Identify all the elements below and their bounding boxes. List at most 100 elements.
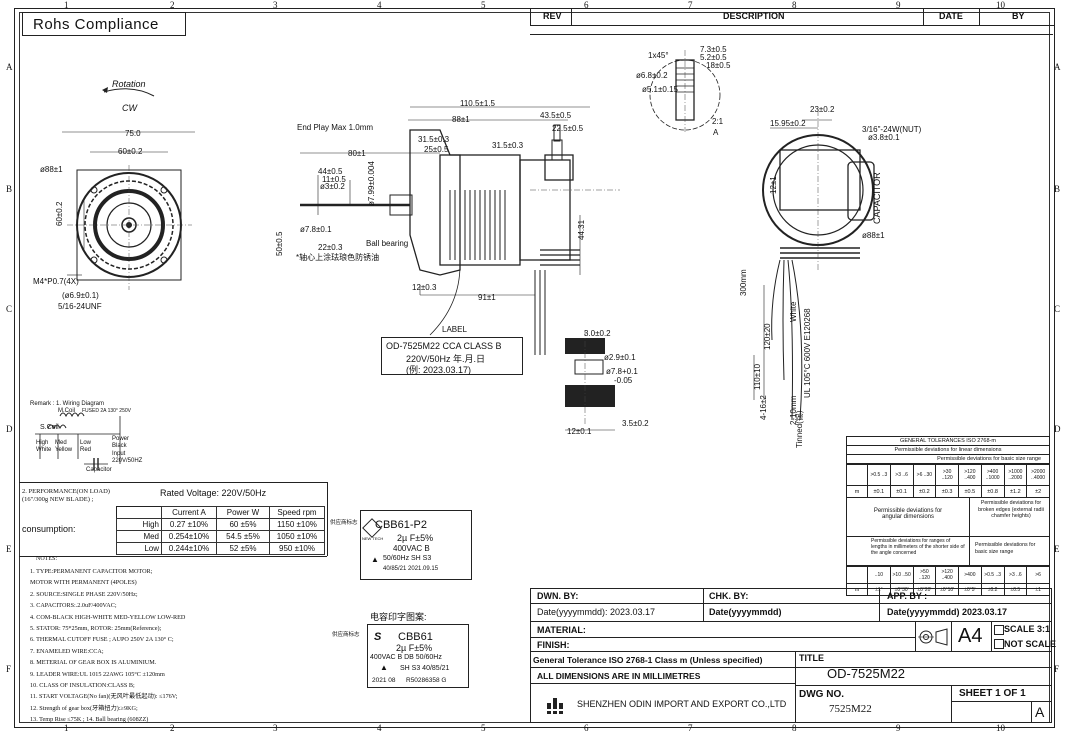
zone-row-a-right: A: [1054, 62, 1061, 72]
dwg-value: 7525M22: [829, 703, 872, 715]
cell-speed: 1150 ±10%: [269, 518, 325, 531]
ul-rating: UL 105°C 600V E120268: [803, 308, 812, 398]
capacitor-label-1: CBB61-P2 NEW TECH 2µ F±5% 400VAC B ▲ 50/…: [360, 510, 472, 580]
cell-current: 0.254±10%: [161, 530, 217, 543]
tol-val: ±0.2: [912, 485, 937, 498]
wiring-schematic: [35, 412, 121, 470]
zone-col-5-bottom: 5: [481, 723, 486, 733]
not-scale-label: NOT SCALE: [1004, 639, 1057, 649]
note-line: 1. TYPE:PERMANENT CAPACITOR MOTOR;: [30, 568, 153, 575]
cw-label: CW: [122, 103, 137, 113]
tol-range: >120 ..400: [958, 464, 982, 486]
row-name: Low: [116, 542, 162, 555]
tol-range: >0.5 ..3: [867, 464, 891, 486]
dim-12: 12±0.3: [412, 283, 437, 292]
zone-row-a: A: [6, 62, 13, 72]
label-callout: LABEL: [442, 325, 467, 334]
tol-angular-label: Permissible deviations for angular dimen…: [873, 508, 943, 520]
dim-22: 22.5±0.5: [552, 124, 584, 133]
title-label: TITLE: [799, 653, 824, 663]
zone-row-f-right: F: [1054, 664, 1060, 674]
tol-ang-val: ±0°30': [889, 583, 914, 596]
zone-col-10: 10: [996, 0, 1005, 10]
tol-range: >6 ..30: [912, 464, 937, 486]
cell-speed: 950 ±10%: [269, 542, 325, 555]
cap1-volt: 400VAC B: [393, 544, 430, 553]
zone-row-c: C: [6, 304, 13, 314]
rohs-title: Rohs Compliance: [33, 16, 159, 33]
finish-label: FINISH:: [537, 640, 570, 650]
date-dwn: Date(yyyymmdd): 2023.03.17: [537, 607, 656, 617]
zone-col-9: 9: [896, 0, 901, 10]
cap2-code: R50286358 G: [406, 677, 447, 684]
cap2-tag: 供应商标志: [332, 632, 360, 638]
section-a: A: [713, 128, 719, 137]
row-name: Med: [116, 530, 162, 543]
note-line: 2. SOURCE:SINGLE PHASE 220V/50Hz;: [30, 590, 138, 598]
right-dim-38: ø3.8±0.1: [868, 133, 900, 142]
units-note: ALL DIMENSIONS ARE IN MILLIMETRES: [537, 671, 701, 681]
table-row: Med 0.254±10% 54.5 ±5% 1050 ±10%: [116, 530, 325, 543]
capacitor-label-2: S CBB61 2µ F±5% 400VAC B DB 50/60Hz ▲ SH…: [367, 624, 469, 688]
tol-ang-range: >400: [958, 566, 982, 584]
cap2-date: 2021 08: [372, 677, 396, 684]
cell-power: 52 ±5%: [216, 542, 270, 555]
header-current: Current A: [161, 506, 217, 519]
cap1-spec: 2µ F±5%: [397, 533, 434, 543]
cap2-sh: SH S3 40/85/21: [400, 665, 450, 672]
right-view-drawing: [753, 110, 875, 421]
white-wire: White: [789, 301, 798, 322]
header-power: Power W: [216, 506, 270, 519]
table-row: High 0.27 ±10% 60 ±5% 1150 ±10%: [116, 518, 325, 531]
cell-power: 54.5 ±5%: [216, 530, 270, 543]
performance-sub: (16"/300g NEW BLADE) ;: [22, 496, 94, 503]
note-line: 4. COM-BLACK HIGH-WHITE MED-YELLOW LOW-R…: [30, 613, 186, 621]
tol-edge-range: >6: [1026, 566, 1050, 584]
zone-col-2-bottom: 2: [170, 723, 175, 733]
rated-voltage: Rated Voltage: 220V/50Hz: [160, 488, 267, 498]
tol-ang-val: ±1: [1026, 583, 1050, 596]
wiring-black: Black: [112, 443, 127, 449]
material-label: MATERIAL:: [537, 625, 586, 635]
projection-symbol-icon: [918, 628, 948, 646]
dim-31b: 31.5±0.3: [492, 141, 524, 150]
front-view-drawing: [62, 87, 195, 290]
zone-row-d: D: [6, 424, 13, 434]
wiring-scoil: S.Coil: [40, 424, 59, 431]
tinned-label: Tinned(锡): [795, 410, 804, 449]
nut-thread: 3/16"-24W(NUT): [862, 125, 922, 134]
zone-row-e-right: E: [1054, 544, 1060, 554]
dim-91: 91±1: [478, 293, 496, 302]
tol-broken-label: Permissible deviations for broken edges …: [978, 500, 1044, 519]
knob-dim-78: ø7.8+0.1: [606, 367, 638, 376]
knob-detail-drawing: [565, 330, 615, 431]
zone-col-3-bottom: 3: [273, 723, 278, 733]
dim-60b: 60±0.2: [55, 201, 64, 226]
cap1-code: 40/85/21 2021.09.15: [383, 566, 439, 572]
knob-dim-12: 12±0.1: [567, 427, 592, 436]
dim-31a: 31.5±0.3: [418, 135, 450, 144]
capacitor-callout: CAPACITOR: [872, 172, 882, 224]
wiring-yellow: Yellow: [55, 447, 73, 453]
rev-letter: A: [1035, 704, 1045, 720]
note-line: 13. Temp Rise ≤75K ; 14. Ball bearing (6…: [30, 716, 149, 724]
note-line: 11. START VOLTAGE(No fan)(无风叶最低起动): ≤176…: [30, 693, 178, 701]
knob-dim-29: ø2.9±0.1: [604, 353, 636, 362]
description-header: DESCRIPTION: [723, 11, 785, 21]
bore-dim: (ø6.9±0.1): [62, 291, 99, 300]
zone-col-9-bottom: 9: [896, 723, 901, 733]
tol-val: ±0.3: [935, 485, 959, 498]
wiring-red: Red: [80, 447, 92, 453]
tol-angular-table: ..10 >10 ..50 >50 ..120 >120 ..400 >400 …: [846, 566, 1050, 596]
dim-phi51: ø5.1±0.15: [642, 85, 678, 94]
right-dim-120: 120±20: [763, 323, 772, 350]
sheet-label: SHEET 1 OF 1: [959, 688, 1026, 699]
tol-val: ±1.2: [1003, 485, 1028, 498]
tol-val: ±2: [1026, 485, 1050, 498]
right-dim-88: ø88±1: [862, 231, 885, 240]
title-block: DWN. BY: CHK. BY: APP. BY : Date(yyyymmd…: [530, 588, 1056, 723]
dim-80: 80±1: [348, 149, 366, 158]
dim-88: 88±1: [452, 115, 470, 124]
wiring-input: Input: [112, 451, 126, 457]
tol-m: m: [846, 485, 868, 498]
